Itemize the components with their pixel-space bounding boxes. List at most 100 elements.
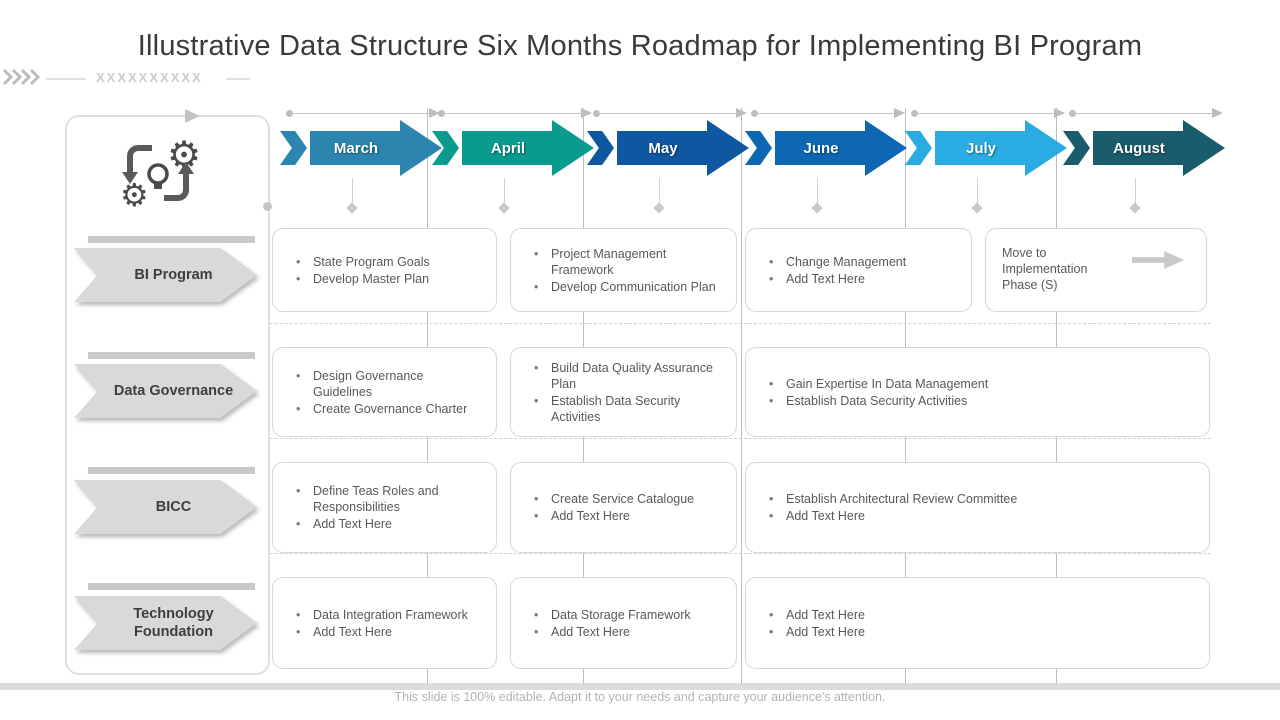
label-arrow-shape (74, 596, 257, 650)
task-item: Develop Communication Plan (525, 279, 722, 295)
month-arrow-june[interactable]: June (745, 108, 907, 214)
task-item: Project Management Framework (525, 246, 722, 278)
label-arrow-shape (74, 480, 257, 534)
svg-text:⚙: ⚙ (120, 176, 149, 214)
drop-diamond (811, 202, 823, 214)
row-label-text: BI Program (134, 267, 213, 283)
decoration-dash (46, 78, 86, 80)
row-label-bar (88, 352, 255, 359)
connector-arrowhead-icon (736, 108, 747, 118)
task-box[interactable]: State Program Goals Develop Master Plan (272, 228, 497, 312)
label-arrow-shape (74, 248, 257, 302)
task-box[interactable]: Create Service Catalogue Add Text Here (510, 462, 737, 553)
connector-line (1073, 113, 1213, 114)
ribbon-chevron (1063, 131, 1090, 165)
drop-diamond (346, 202, 358, 214)
ribbon-chevron (905, 131, 932, 165)
ribbon-chevron (280, 131, 307, 165)
drop-line (352, 178, 353, 206)
connector-dot (911, 110, 918, 117)
connector-arrowhead-icon (581, 108, 592, 118)
task-item: Add Text Here (760, 624, 1195, 640)
task-box[interactable]: Data Storage Framework Add Text Here (510, 577, 737, 669)
month-label: July (935, 131, 1027, 165)
row-label-bar (88, 236, 255, 243)
task-item: Data Storage Framework (525, 607, 722, 623)
month-arrow-march[interactable]: March (280, 108, 442, 214)
row-label-data-governance[interactable]: Data Governance (74, 364, 257, 418)
footer-note: This slide is 100% editable. Adapt it to… (394, 690, 886, 704)
task-box[interactable]: Define Teas Roles and Responsibilities A… (272, 462, 497, 553)
chevrons-decoration-icon (2, 68, 41, 86)
label-arrow-shape (74, 364, 257, 418)
task-item: Establish Data Security Activities (525, 393, 722, 425)
month-label: March (310, 131, 402, 165)
month-arrow-august[interactable]: August (1063, 108, 1225, 214)
ribbon-arrowhead (1183, 120, 1225, 176)
ribbon-arrowhead (865, 120, 907, 176)
task-box-move-to-implementation[interactable]: Move to Implementation Phase (S) (985, 228, 1207, 312)
month-label: April (462, 131, 554, 165)
row-label-bi-program[interactable]: BI Program (74, 248, 257, 302)
task-box[interactable]: Change Management Add Text Here (745, 228, 972, 312)
sidebar-top-arrow-icon (185, 109, 200, 123)
task-item: Add Text Here (525, 624, 722, 640)
connector-dot (751, 110, 758, 117)
ribbon-chevron (745, 131, 772, 165)
connector-dot (593, 110, 600, 117)
connector-line (290, 113, 430, 114)
task-item: Define Teas Roles and Responsibilities (287, 483, 482, 515)
task-item: Add Text Here (287, 624, 482, 640)
task-item: Develop Master Plan (287, 271, 482, 287)
footer-bar (0, 683, 1280, 690)
row-label-text: Technology Foundation (133, 606, 214, 640)
task-item: Gain Expertise In Data Management (760, 376, 1000, 392)
task-item: Create Governance Charter (287, 401, 482, 417)
task-item: Change Management (760, 254, 957, 270)
connector-line (597, 113, 737, 114)
task-box[interactable]: Build Data Quality Assurance Plan Establ… (510, 347, 737, 437)
row-label-text: BICC (155, 499, 192, 515)
ribbon-arrowhead (1025, 120, 1067, 176)
ribbon-chevron (432, 131, 459, 165)
connector-dot (438, 110, 445, 117)
task-box-wide[interactable]: Establish Architectural Review Committee… (745, 462, 1210, 553)
month-label: August (1093, 131, 1185, 165)
connector-arrowhead-icon (429, 108, 440, 118)
task-box[interactable]: Design Governance Guidelines Create Gove… (272, 347, 497, 437)
drop-line (817, 178, 818, 206)
row-label-text: Data Governance (113, 383, 234, 399)
month-arrow-may[interactable]: May (587, 108, 749, 214)
ribbon-arrowhead (707, 120, 749, 176)
task-item: Create Service Catalogue (525, 491, 722, 507)
drop-diamond (498, 202, 510, 214)
task-box[interactable]: Project Management Framework Develop Com… (510, 228, 737, 312)
task-item: Data Integration Framework (287, 607, 482, 623)
connector-arrowhead-icon (1212, 108, 1223, 118)
connector-line (755, 113, 895, 114)
task-box-wide[interactable]: Add Text Here Add Text Here (745, 577, 1210, 669)
row-label-bicc[interactable]: BICC (74, 480, 257, 534)
process-gears-lightbulb-icon: ⚙ ⚙ (120, 133, 201, 214)
task-item: Add Text Here (760, 508, 1195, 524)
row-label-technology-foundation[interactable]: Technology Foundation (74, 596, 257, 650)
connector-line (915, 113, 1055, 114)
task-item: Add Text Here (760, 607, 1195, 623)
row-separator (65, 553, 1211, 554)
task-item: Add Text Here (287, 516, 482, 532)
month-arrow-april[interactable]: April (432, 108, 594, 214)
drop-line (1135, 178, 1136, 206)
column-separator (741, 108, 742, 684)
task-item: Design Governance Guidelines (287, 368, 482, 400)
task-box-wide[interactable]: Gain Expertise In Data Management Establ… (745, 347, 1210, 437)
timeline-start-dot (263, 202, 272, 211)
month-arrow-july[interactable]: July (905, 108, 1067, 214)
row-label-bar (88, 467, 255, 474)
connector-dot (1069, 110, 1076, 117)
task-item: Build Data Quality Assurance Plan (525, 360, 722, 392)
drop-diamond (1129, 202, 1141, 214)
task-box[interactable]: Data Integration Framework Add Text Here (272, 577, 497, 669)
connector-line (442, 113, 582, 114)
drop-diamond (971, 202, 983, 214)
